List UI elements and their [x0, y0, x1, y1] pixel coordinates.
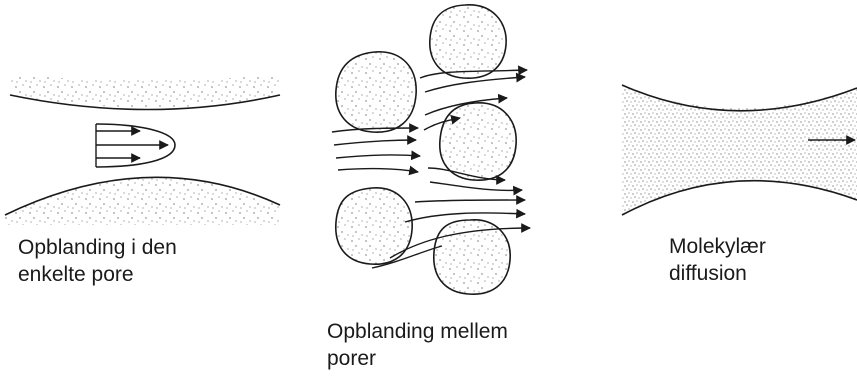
caption-line: porer	[327, 345, 508, 372]
flow-arrow	[430, 182, 522, 190]
caption-line: Opblanding i den	[18, 234, 177, 261]
pore-network-panel	[332, 5, 530, 294]
caption-line: enkelte pore	[18, 261, 177, 288]
grain-circle	[430, 5, 506, 78]
lower-grain	[5, 177, 280, 225]
caption-between-pores: Opblanding mellem porer	[327, 318, 508, 372]
flow-arrow	[425, 77, 525, 92]
flow-arrow	[336, 155, 420, 158]
single-pore-panel	[5, 75, 280, 225]
flow-arrow	[415, 200, 525, 202]
flow-arrow	[338, 169, 418, 172]
caption-single-pore: Opblanding i den enkelte pore	[18, 234, 177, 288]
caption-molecular-diffusion: Molekylær diffusion	[669, 233, 766, 287]
flow-arrow	[334, 140, 416, 145]
diffusion-channel	[622, 85, 857, 215]
caption-line: Opblanding mellem	[327, 318, 508, 345]
molecular-diffusion-panel	[622, 85, 857, 215]
grain-circle	[440, 103, 516, 180]
grain-circle	[336, 52, 416, 132]
caption-line: Molekylær	[669, 233, 766, 260]
caption-line: diffusion	[669, 260, 766, 287]
